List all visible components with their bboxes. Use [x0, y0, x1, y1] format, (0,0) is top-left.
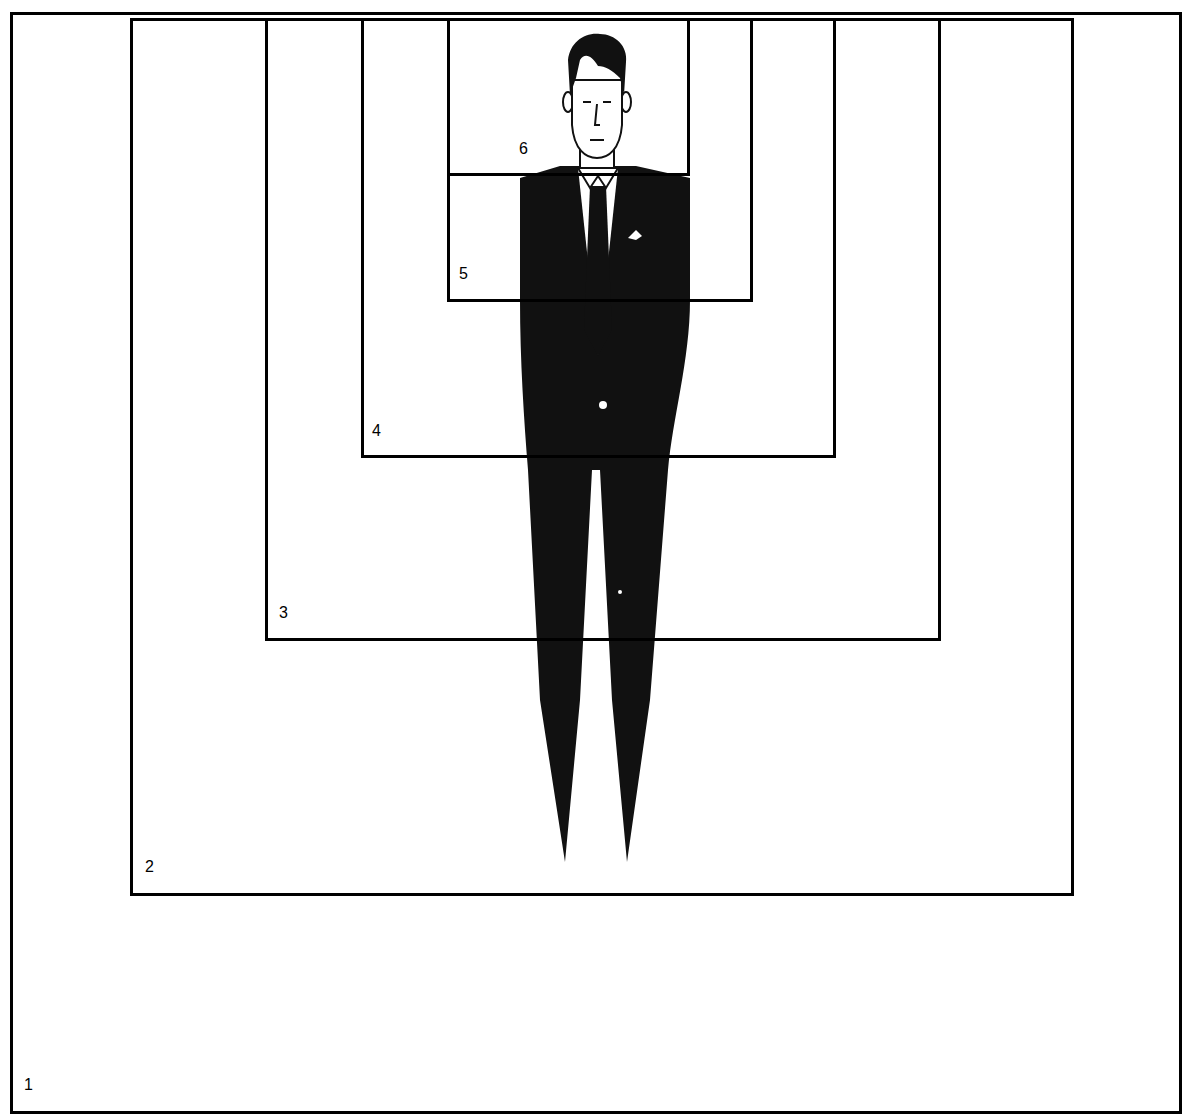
callout-number: 5: [457, 265, 470, 283]
button: [599, 401, 607, 409]
hair: [568, 34, 626, 95]
collar: [578, 168, 618, 188]
framing-box: 6: [447, 18, 690, 176]
callout-number: 3: [277, 604, 290, 622]
suit: [520, 166, 690, 862]
callout-number: 4: [370, 422, 383, 440]
button: [618, 590, 622, 594]
callout-number: 1: [22, 1076, 35, 1094]
framing-box: 23456: [130, 18, 1074, 896]
pocket-square: [628, 230, 642, 240]
callout-number: 6: [517, 140, 530, 158]
framing-box: 3456: [265, 18, 941, 641]
callout-number: 2: [143, 858, 156, 876]
framing-box: 56: [447, 18, 753, 302]
framing-box: 123456: [10, 12, 1182, 1114]
face: [572, 80, 622, 158]
tie: [584, 186, 612, 356]
shirt: [578, 168, 618, 355]
eyes: [583, 102, 611, 140]
framing-box: 456: [361, 18, 836, 458]
